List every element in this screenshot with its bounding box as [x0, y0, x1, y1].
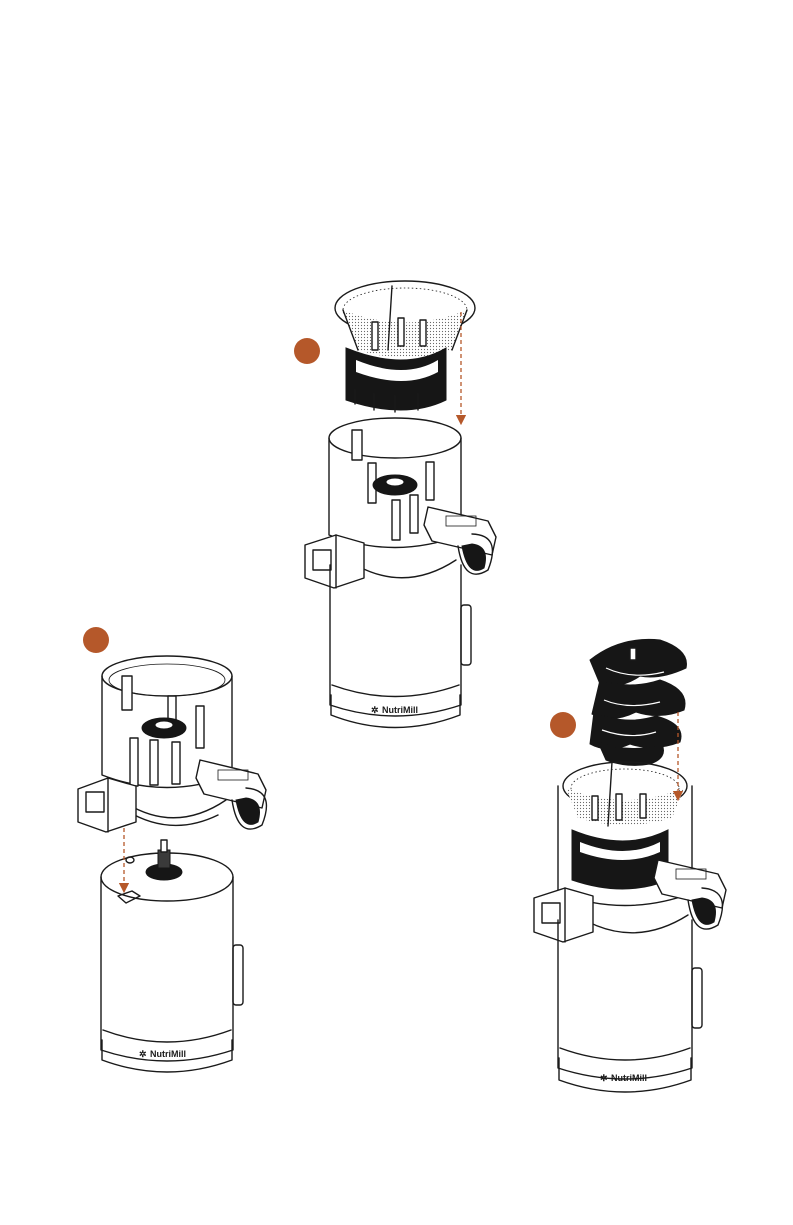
brand-label-step-2: NutriMill [382, 705, 418, 715]
brand-star-icon: ✲ [600, 1073, 608, 1083]
brand-star-icon: ✲ [371, 705, 379, 715]
motor-base-step-3 [558, 920, 702, 1092]
step-1-illustration: NutriMill ✲ [78, 627, 266, 1072]
motor-base [101, 840, 243, 1072]
step-1-badge [83, 627, 109, 653]
juicing-bowl [78, 656, 266, 832]
step-3-illustration: NutriMill ✲ [534, 639, 726, 1092]
brand-star-icon: ✲ [139, 1049, 147, 1059]
strainer-basket [335, 281, 475, 412]
brand-label-step-1: NutriMill [150, 1049, 186, 1059]
step-3-badge [550, 712, 576, 738]
motor-base-step-2 [330, 565, 471, 728]
auger [590, 639, 686, 765]
step-2-illustration: NutriMill ✲ [294, 281, 496, 728]
brand-label-step-3: NutriMill [611, 1073, 647, 1083]
step-2-badge [294, 338, 320, 364]
juicing-bowl-assembled [305, 418, 496, 588]
